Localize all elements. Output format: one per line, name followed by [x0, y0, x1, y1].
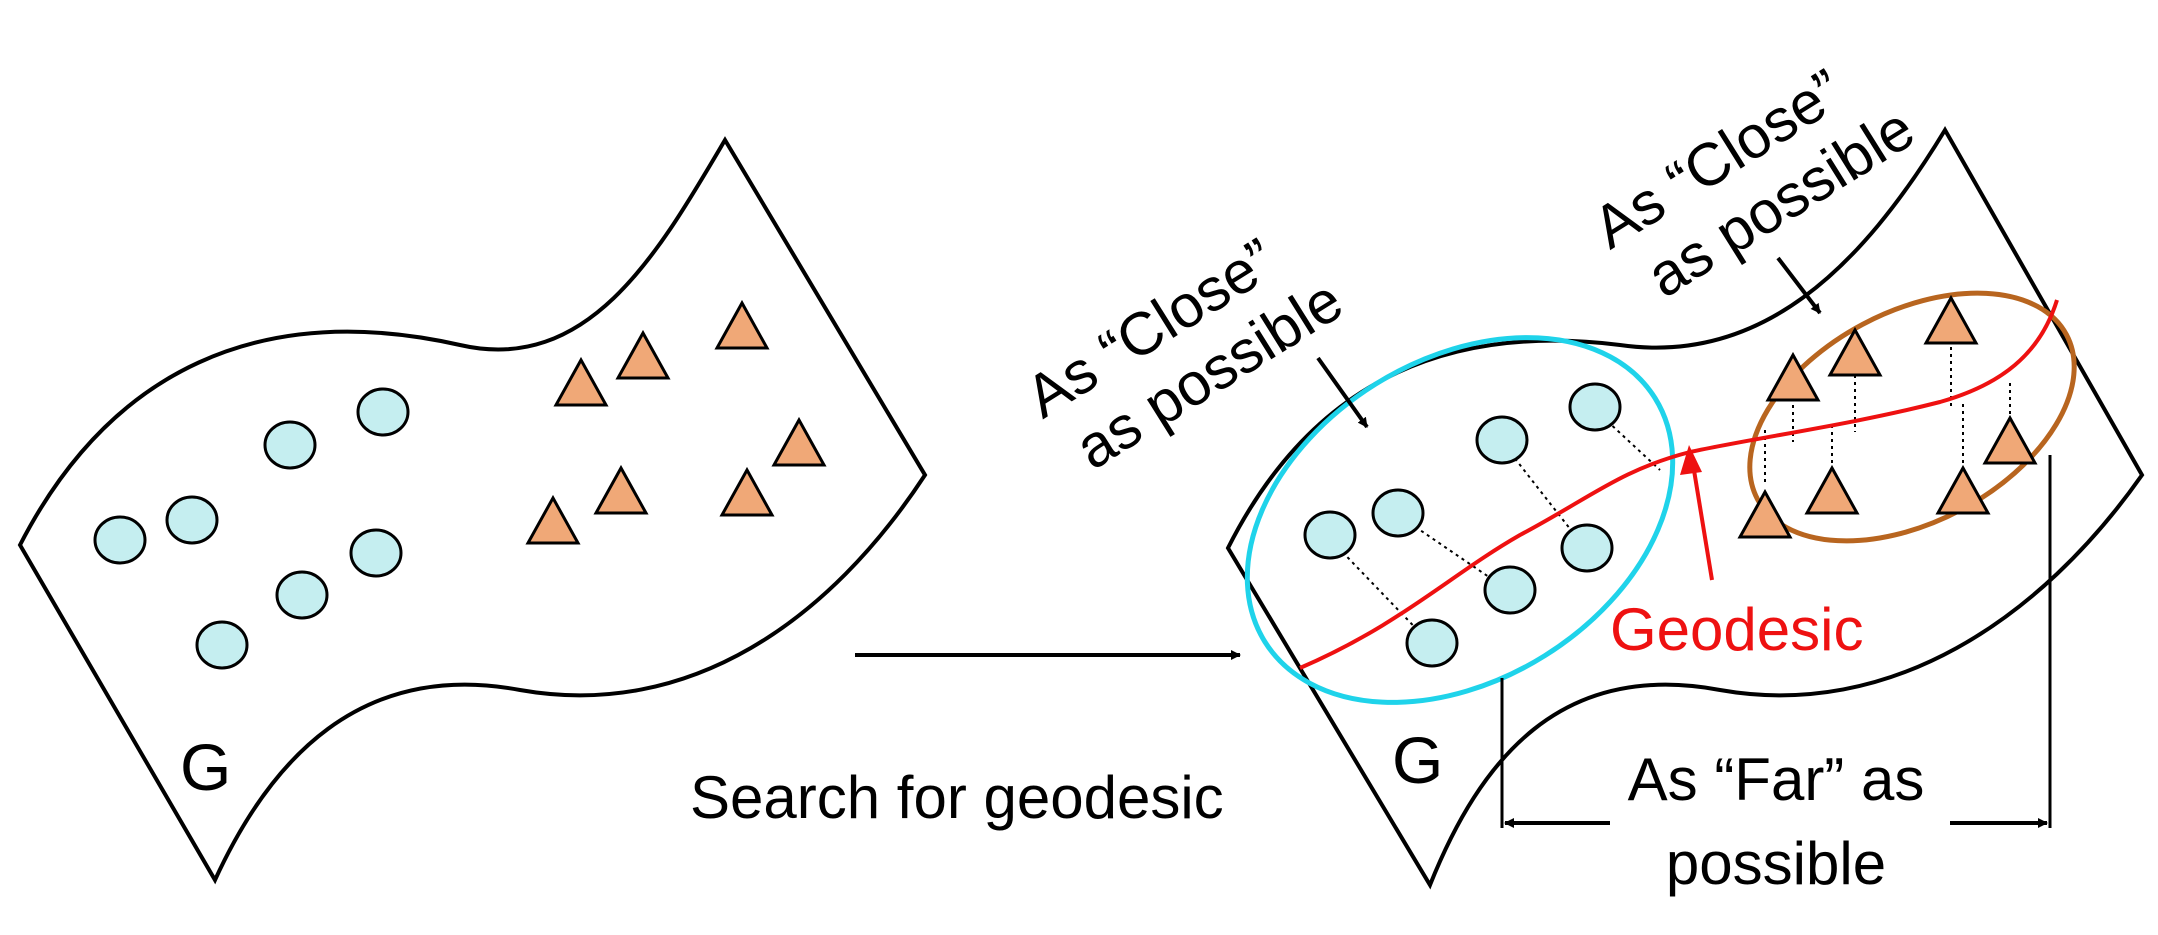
manifold-label-right: G — [1392, 723, 1443, 797]
close-pointer-right — [1776, 256, 1822, 315]
right-triangles — [1737, 294, 2038, 539]
close-pointer-left — [1316, 356, 1369, 429]
data-circle — [1405, 618, 1459, 668]
data-triangle — [553, 356, 609, 407]
data-circle — [1568, 382, 1622, 432]
data-triangle — [615, 329, 671, 380]
right-manifold-group: G — [1225, 126, 2145, 890]
data-triangle — [1935, 464, 1991, 515]
data-circle — [1483, 565, 1537, 615]
data-circle — [1560, 523, 1614, 573]
data-circle — [1303, 510, 1357, 560]
data-circle — [93, 515, 147, 565]
data-triangle — [1737, 488, 1793, 539]
data-triangle — [1982, 414, 2038, 465]
data-triangle — [771, 416, 827, 467]
left-manifold-group: G — [17, 136, 928, 885]
data-triangle — [1765, 351, 1821, 402]
data-triangle — [1827, 326, 1883, 377]
left-manifold-surface — [17, 136, 928, 885]
cyan-cluster-ellipse — [1244, 335, 1676, 705]
left-triangles — [525, 299, 827, 545]
data-triangle — [525, 494, 581, 545]
data-circle — [195, 620, 249, 670]
right-circles — [1303, 382, 1622, 668]
data-circle — [165, 495, 219, 545]
data-triangle — [714, 299, 770, 350]
data-circle — [356, 387, 410, 437]
data-circle — [275, 570, 329, 620]
geodesic-pointer — [1690, 457, 1714, 581]
data-circle — [263, 420, 317, 470]
far-label-line2: possible — [1666, 830, 1886, 897]
far-dimension: As “Far” as possible — [1500, 455, 2052, 897]
manifold-label-left: G — [180, 730, 231, 804]
left-circles — [93, 387, 410, 670]
geodesic-label: Geodesic — [1610, 596, 1863, 663]
data-triangle — [593, 464, 649, 515]
data-triangle — [1923, 294, 1979, 345]
data-triangle — [1804, 464, 1860, 515]
data-circle — [349, 528, 403, 578]
data-triangle — [719, 466, 775, 517]
far-label-line1: As “Far” as — [1628, 746, 1925, 813]
data-circle — [1475, 415, 1529, 465]
geodesic-pointer-head — [1680, 445, 1702, 475]
search-caption: Search for geodesic — [690, 764, 1224, 831]
data-circle — [1371, 488, 1425, 538]
